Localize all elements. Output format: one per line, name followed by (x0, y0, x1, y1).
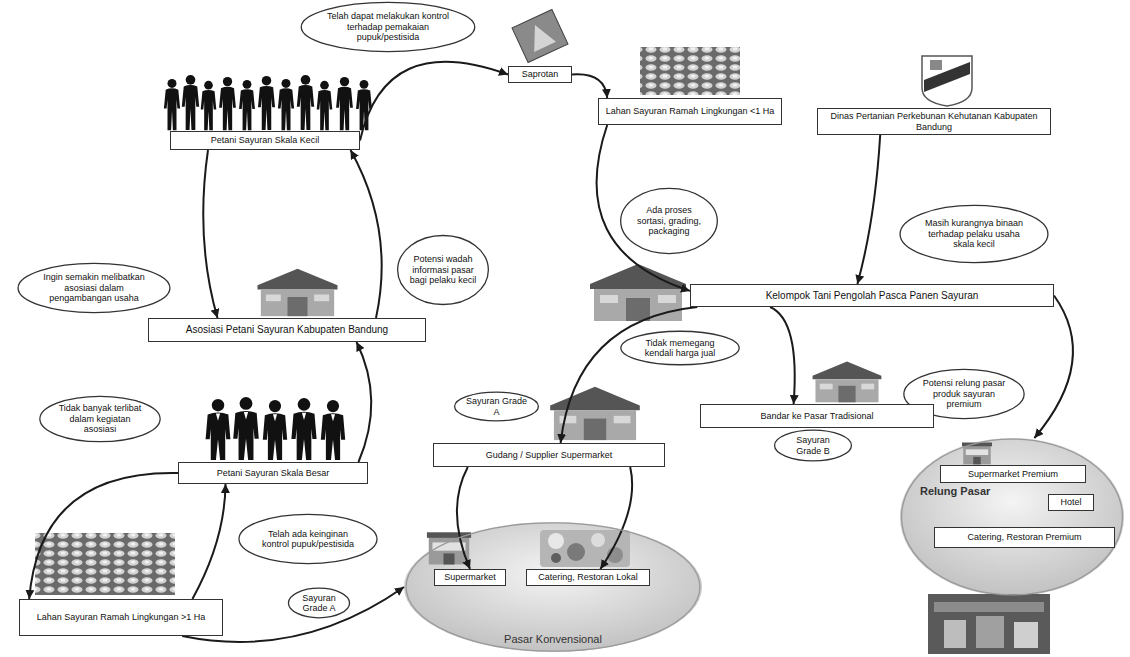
node-label: Gudang / Supplier Supermarket (486, 450, 613, 460)
market-region: Relung Pasar Supermarket PremiumHotelCate… (900, 438, 1124, 596)
government-logo (922, 56, 972, 106)
node-label: Lahan Sayuran Ramah Lingkungan <1 Ha (606, 106, 774, 116)
node-label: Bandar ke Pasar Tradisional (760, 411, 873, 421)
ellipse-outline (900, 438, 1124, 596)
node-label: Telah ada keinginan kontrol pupuk/pestis… (256, 529, 360, 550)
process-box: Supermarket Premium (940, 465, 1086, 483)
region-label: Relung Pasar (920, 485, 990, 498)
ellipse-shape (775, 430, 852, 461)
ellipse-shape (900, 205, 1048, 262)
process-box: Lahan Sayuran Ramah Lingkungan <1 Ha (598, 98, 782, 125)
node-label: Kelompok Tani Pengolah Pasca Panen Sayur… (766, 290, 979, 302)
node-label: Sayuran Grade A (296, 593, 342, 614)
note-ellipse: Ingin semakin melibatkan asosiasi dalam … (17, 263, 171, 313)
note-ellipse: Potensi wadah informasi pasar bagi pelak… (397, 235, 489, 305)
market-region: Pasar Konvensional Supermarket Catering, R… (404, 522, 702, 652)
node-label: Sayuran Grade B (784, 435, 842, 456)
flow-arrow (572, 74, 607, 98)
note-ellipse: Sayuran Grade A (454, 392, 539, 421)
node-label: Ada proses sortasi, grading, packaging (633, 205, 706, 236)
ellipse-shape (239, 514, 377, 563)
saprotan-icon (512, 9, 568, 62)
process-box: Dinas Pertanian Perkebunan Kehutanan Kab… (817, 108, 1051, 135)
node-label: Dinas Pertanian Perkebunan Kehutanan Kab… (823, 111, 1045, 132)
node-label: Sayuran Grade A (465, 396, 528, 417)
note-ellipse: Masih kurangnya binaan terhadap pelaku u… (899, 205, 1049, 263)
ellipse-shape (18, 263, 170, 312)
kitchen-photo (928, 594, 1050, 654)
note-ellipse: Ada proses sortasi, grading, packaging (620, 188, 718, 254)
process-box: Hotel (1048, 494, 1094, 511)
node-label: Lahan Sayuran Ramah Lingkungan >1 Ha (37, 612, 205, 622)
note-ellipse: Telah ada keinginan kontrol pupuk/pestis… (238, 514, 378, 564)
node-label: Hotel (1060, 497, 1081, 507)
note-ellipse: Tidak memegang kendali harga jual (620, 331, 740, 365)
node-label: Ingin semakin melibatkan asosiasi dalam … (37, 272, 151, 303)
node-label: Asosiasi Petani Sayuran Kabupaten Bandun… (186, 324, 388, 336)
note-ellipse: Sayuran Grade A (288, 588, 350, 618)
node-label: Telah dapat melakukan kontrol terhadap p… (323, 11, 453, 42)
node-label: Supermarket Premium (968, 469, 1058, 479)
node-label: Petani Sayuran Skala Kecil (211, 135, 320, 145)
process-box: Gudang / Supplier Supermarket (433, 443, 665, 467)
ellipse-shape (288, 588, 349, 618)
node-label: Catering, Restoran Premium (967, 532, 1081, 542)
process-box: Bandar ke Pasar Tradisional (700, 404, 934, 428)
node-label: Saprotan (522, 69, 559, 79)
food-photo (540, 530, 630, 567)
node-label: Tidak memegang kendali harga jual (636, 338, 725, 359)
flow-arrow (360, 62, 508, 141)
node-label: Potensi wadah informasi pasar bagi pelak… (409, 254, 477, 285)
flow-arrow (203, 150, 217, 318)
flow-arrow (770, 307, 795, 404)
flow-arrow (357, 342, 372, 462)
process-box: Catering, Restoran Premium (934, 527, 1115, 548)
flow-arrow (29, 473, 178, 599)
process-box: Petani Sayuran Skala Kecil (170, 131, 360, 150)
node-label: Catering, Restoran Lokal (538, 572, 638, 582)
flow-arrow (192, 484, 225, 599)
note-ellipse: Telah dapat melakukan kontrol terhadap p… (300, 2, 476, 52)
node-label: Supermarket (444, 572, 496, 582)
businessman-silhouettes (206, 397, 346, 460)
region-label: Pasar Konvensional (404, 633, 702, 646)
process-box: Kelompok Tani Pengolah Pasca Panen Sayur… (690, 284, 1054, 307)
note-ellipse: Tidak banyak terlibat dalam kegiatan aso… (39, 396, 161, 442)
process-box: Petani Sayuran Skala Besar (178, 462, 368, 484)
node-label: Masih kurangnya binaan terhadap pelaku u… (919, 218, 1030, 249)
process-box: Supermarket (434, 569, 506, 586)
ellipse-shape (902, 439, 1123, 595)
node-label: Tidak banyak terlibat dalam kegiatan aso… (55, 403, 145, 434)
ellipse-shape (455, 392, 539, 421)
flow-arrow (600, 467, 632, 569)
ellipse-shape (621, 188, 718, 253)
ellipse-shape (301, 2, 475, 51)
process-box: Catering, Restoran Lokal (526, 569, 650, 586)
farmer-silhouettes (164, 75, 372, 130)
ellipse-shape (40, 396, 160, 441)
field-photo (35, 47, 740, 595)
ellipse-shape (621, 331, 739, 365)
flow-arrow (351, 150, 382, 318)
process-box: Asosiasi Petani Sayuran Kabupaten Bandun… (148, 318, 426, 342)
node-label: Petani Sayuran Skala Besar (217, 468, 330, 478)
ellipse-shape (406, 523, 700, 651)
process-box: Saprotan (508, 66, 572, 83)
note-ellipse: Sayuran Grade B (774, 430, 852, 461)
flow-arrow (457, 467, 470, 569)
ellipse-outline (404, 522, 702, 652)
flow-arrow (1034, 296, 1073, 439)
process-box: Lahan Sayuran Ramah Lingkungan >1 Ha (19, 599, 223, 636)
flow-arrow (857, 135, 880, 284)
ellipse-shape (398, 235, 489, 304)
flow-arrow (561, 307, 698, 443)
store-icon (427, 443, 992, 565)
